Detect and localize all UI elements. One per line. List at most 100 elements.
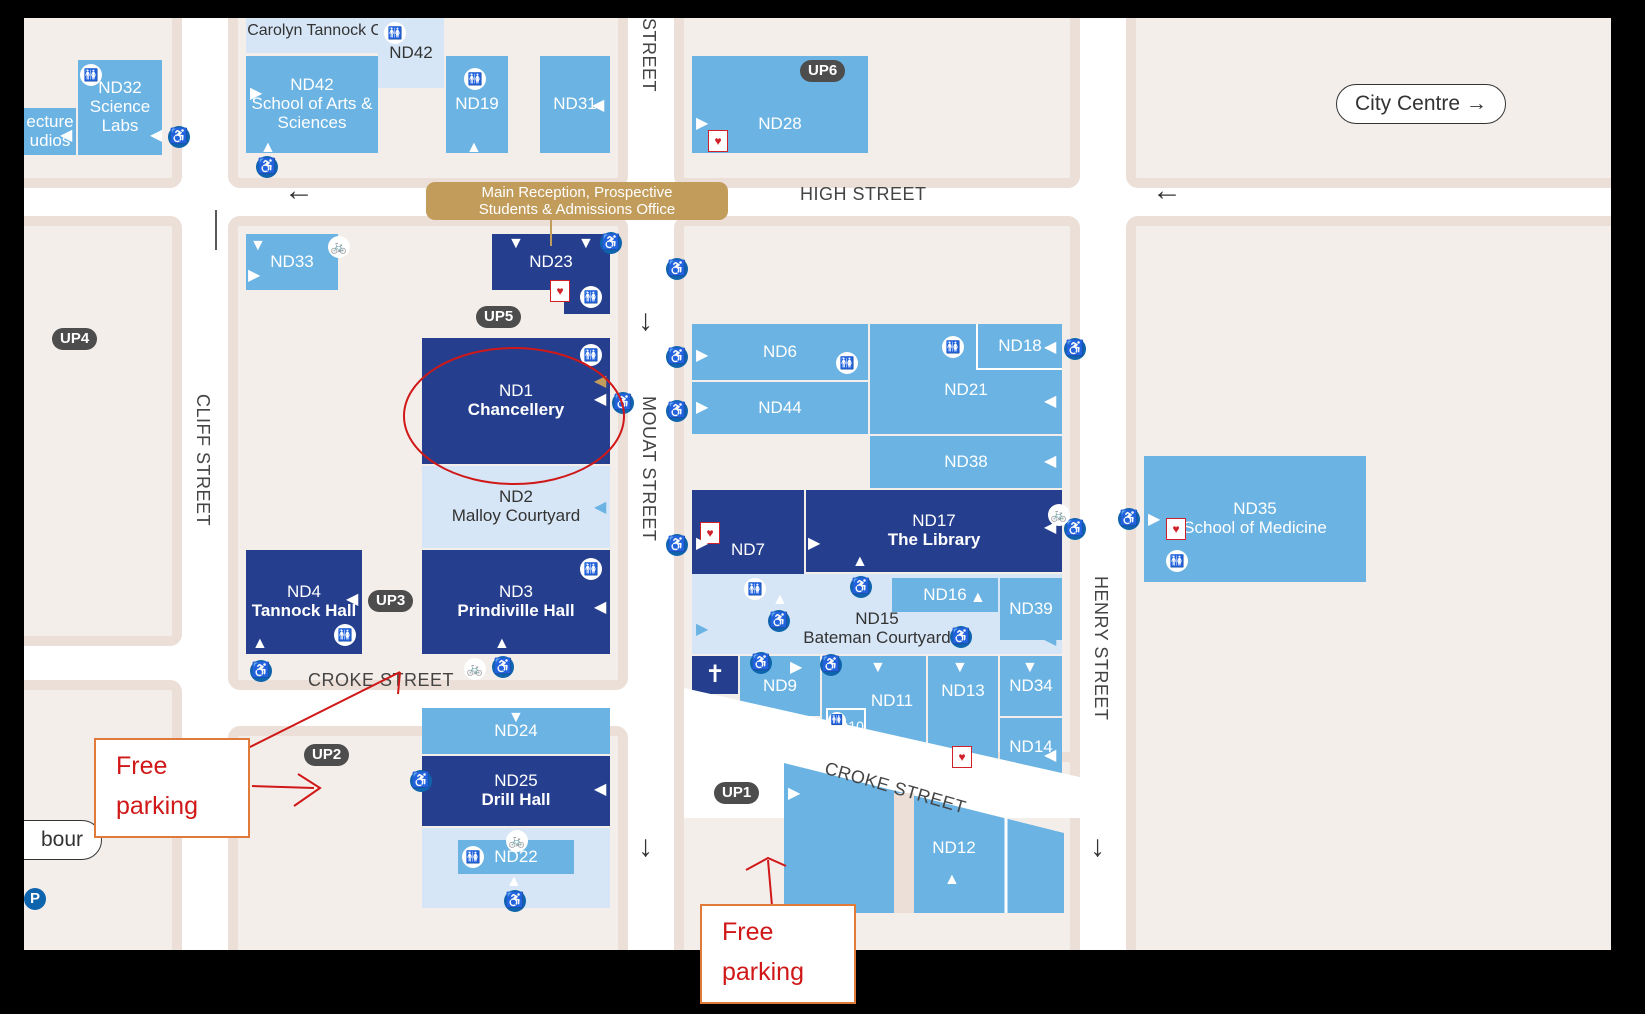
nd42-name: School of Arts & Sciences — [251, 94, 373, 132]
nd33-code: ND33 — [270, 251, 314, 271]
arrow-right-icon: → — [1465, 92, 1487, 115]
nd17-name: The Library — [887, 530, 981, 549]
henry-street-label: HENRY STREET — [1091, 576, 1111, 721]
nd32-name: Science Labs — [89, 97, 151, 135]
wheelchair-icon: ♿ — [492, 656, 514, 678]
chapel-building[interactable]: ✝ — [692, 656, 738, 694]
main-reception-label[interactable]: Main Reception, Prospective Students & A… — [426, 182, 728, 220]
nd38-building[interactable]: ND38 — [870, 436, 1062, 488]
wheelchair-icon: ♿ — [666, 534, 688, 556]
nd22-code: ND22 — [494, 846, 538, 866]
nd12-building[interactable]: ND12 — [904, 828, 1004, 868]
entrance-icon: ▶ — [788, 785, 801, 802]
entrance-icon: ▼ — [1022, 659, 1038, 676]
wheelchair-icon: ♿ — [168, 126, 190, 148]
nd44-building[interactable]: ND44 — [692, 382, 868, 434]
entrance-icon: ◀ — [594, 391, 607, 408]
entrance-icon: ▲ — [506, 873, 522, 890]
entrance-icon: ▼ — [578, 235, 594, 252]
nd18-building[interactable]: ND18 — [976, 324, 1062, 370]
nd35-code: ND35 — [1233, 499, 1277, 519]
nd33-building[interactable]: ND33 — [246, 234, 338, 290]
bicycle-icon: 🚲 — [464, 658, 486, 680]
entrance-icon: ◀ — [594, 599, 607, 616]
nd44-code: ND44 — [758, 397, 802, 417]
entrance-icon: ▲ — [944, 871, 960, 888]
toilet-icon: 🚻 — [580, 558, 602, 580]
entrance-icon: ▲ — [970, 589, 986, 606]
nd6-code: ND6 — [762, 341, 797, 361]
arrow-left-icon: ← — [1152, 174, 1182, 207]
callout2-text: Free parking — [722, 918, 804, 986]
nd21-code: ND21 — [944, 379, 988, 399]
nd6-building[interactable]: ND6 — [692, 324, 868, 380]
up6-parking[interactable]: UP6 — [800, 60, 846, 82]
up4-parking[interactable]: UP4 — [52, 328, 98, 350]
top-street-label: STREET — [639, 18, 659, 93]
wheelchair-icon: ♿ — [256, 156, 278, 178]
up3-parking[interactable]: UP3 — [368, 590, 414, 612]
entrance-icon: ▼ — [952, 659, 968, 676]
aed-icon: ♥ — [550, 280, 570, 302]
up2-parking[interactable]: UP2 — [304, 744, 350, 766]
entrance-icon: ◀ — [1044, 631, 1057, 648]
wheelchair-icon: ♿ — [250, 660, 272, 682]
wheelchair-icon: ♿ — [600, 232, 622, 254]
toilet-icon: 🚻 — [80, 64, 102, 86]
lecture-studios[interactable]: ecture udios — [24, 108, 76, 155]
nd16-building[interactable]: ND16 — [892, 578, 998, 612]
parking-p-icon: P — [24, 888, 46, 910]
nd24-building[interactable]: ND24 — [422, 708, 610, 754]
nd12-building-shape — [784, 763, 1064, 913]
entrance-icon: ▼ — [250, 237, 266, 254]
nd31-building[interactable]: ND31 — [540, 56, 610, 153]
nd25-code: ND25 — [494, 771, 538, 791]
entrance-icon: ◀ — [346, 591, 359, 608]
city-centre-button[interactable]: City Centre → — [1336, 84, 1506, 124]
toilet-icon: 🚻 — [828, 712, 846, 730]
nd34-building[interactable]: ND34 — [1000, 656, 1062, 716]
entrance-icon: ▶ — [808, 535, 821, 552]
harbour-button[interactable]: bour — [24, 820, 103, 860]
bicycle-icon: 🚲 — [506, 830, 528, 852]
nd38-code: ND38 — [944, 451, 988, 471]
nd3-code: ND3 — [498, 582, 533, 602]
entrance-icon: ▼ — [508, 235, 524, 252]
up1-parking[interactable]: UP1 — [714, 782, 760, 804]
nd1-name: Chancellery — [467, 400, 565, 419]
entrance-icon: ▼ — [508, 709, 524, 726]
nd39-building[interactable]: ND39 — [1000, 578, 1062, 640]
entrance-icon: ▶ — [1148, 511, 1161, 528]
entrance-icon: ▶ — [250, 85, 263, 102]
entrance-icon: ◀ — [1044, 453, 1057, 470]
toilet-icon: 🚻 — [744, 578, 766, 600]
reception-line2: Students & Admissions Office — [478, 201, 676, 218]
entrance-icon: ◀ — [594, 373, 607, 390]
nd12-code: ND12 — [932, 837, 976, 857]
nd4-code: ND4 — [286, 582, 321, 602]
entrance-icon: ◀ — [1044, 747, 1057, 764]
nd1-code: ND1 — [498, 381, 533, 401]
nd24-code: ND24 — [494, 720, 538, 740]
arrow-down-icon: ↓ — [638, 830, 653, 863]
entrance-icon: ▶ — [790, 659, 803, 676]
city-centre-label: City Centre — [1355, 92, 1461, 115]
nd2-name: Malloy Courtyard — [451, 506, 581, 525]
wheelchair-icon: ♿ — [950, 626, 972, 648]
entrance-icon: ◀ — [60, 127, 73, 144]
up5-parking[interactable]: UP5 — [476, 306, 522, 328]
arrow-down-icon: ↓ — [638, 304, 653, 337]
entrance-icon: ▲ — [494, 635, 510, 652]
toilet-icon: 🚻 — [580, 286, 602, 308]
free-parking-callout-left: Free parking — [94, 738, 250, 838]
bicycle-icon: 🚲 — [328, 236, 350, 258]
block-medicine — [1126, 216, 1611, 950]
